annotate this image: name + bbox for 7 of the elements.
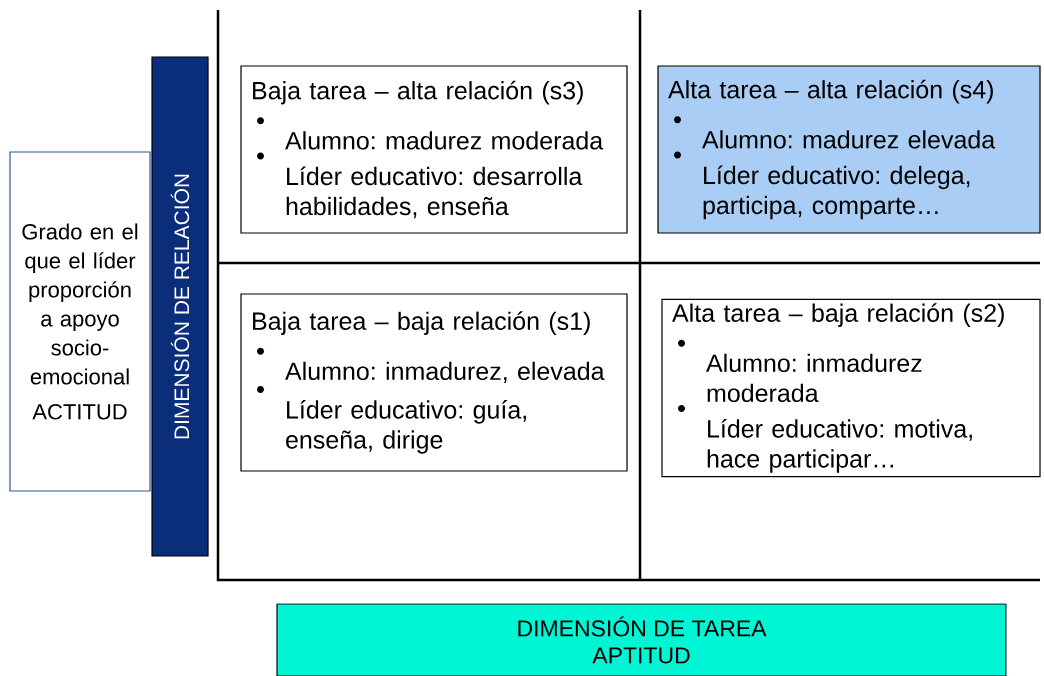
quadrant-box: Baja tarea – baja relación (s1) Alumno: inmadurez, elevada Líder educativo: guía, enseña, dirige [240,293,628,472]
quadrant-box: Baja tarea – alta relación (s3) Alumno: madurez moderada Líder educativo: desarrolla habilidades, enseña [240,65,628,234]
side-box: Grado en el que el líder proporción a apoyo socio-emocional ACTITUD [9,151,151,492]
axis-box: DIMENSIÓN DE TAREA APTITUD [276,603,1007,676]
quadrant-box: Alta tarea – baja relación (s2) Alumno: inmadurez moderada Líder educativo: motiva, hace participar… [661,298,1041,478]
axis-bar: DIMENSIÓN DE RELACIÓN [151,56,209,557]
quadrant-box: Alta tarea – alta relación (s4) Alumno: madurez elevada Líder educativo: delega, participa, comparte… [657,65,1041,234]
